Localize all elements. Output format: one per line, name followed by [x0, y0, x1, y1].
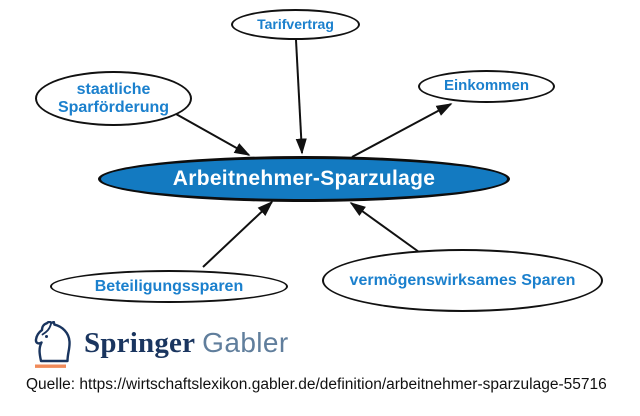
- springer-gabler-logo: Springer Gabler: [33, 321, 289, 369]
- node-label: staatliche Sparförderung: [57, 80, 170, 116]
- arrow-beteiligung-to-center: [202, 200, 274, 268]
- arrow-center-to-einkommen: [351, 103, 453, 158]
- node-label: Tarifvertrag: [257, 15, 334, 32]
- node-tarifvertrag: Tarifvertrag: [231, 9, 360, 40]
- arrow-staatliche-to-center: [175, 113, 251, 156]
- node-staatliche-sparfoerderung: staatliche Sparförderung: [35, 71, 192, 126]
- node-beteiligungssparen: Beteiligungssparen: [50, 270, 288, 303]
- node-label: Einkommen: [443, 77, 530, 95]
- node-label: vermögenswirksames Sparen: [349, 271, 576, 289]
- node-center-label: Arbeitnehmer-Sparzulage: [172, 167, 436, 191]
- node-vermoegenswirksames-sparen: vermögenswirksames Sparen: [322, 249, 603, 312]
- springer-horse-icon: [34, 321, 71, 368]
- arrow-tarifvertrag-to-center: [295, 39, 307, 155]
- logo-wordmark: Springer Gabler: [84, 321, 289, 360]
- logo-text-gabler: Gabler: [202, 327, 289, 358]
- logo-text-springer: Springer: [84, 327, 196, 359]
- source-citation: Quelle: https://wirtschaftslexikon.gable…: [26, 376, 607, 393]
- logo-orange-underline: [35, 364, 66, 368]
- arrow-vermoegen-to-center: [349, 202, 420, 253]
- node-einkommen: Einkommen: [418, 70, 555, 103]
- node-label: Beteiligungssparen: [94, 277, 244, 295]
- node-arbeitnehmer-sparzulage: Arbeitnehmer-Sparzulage: [98, 156, 510, 202]
